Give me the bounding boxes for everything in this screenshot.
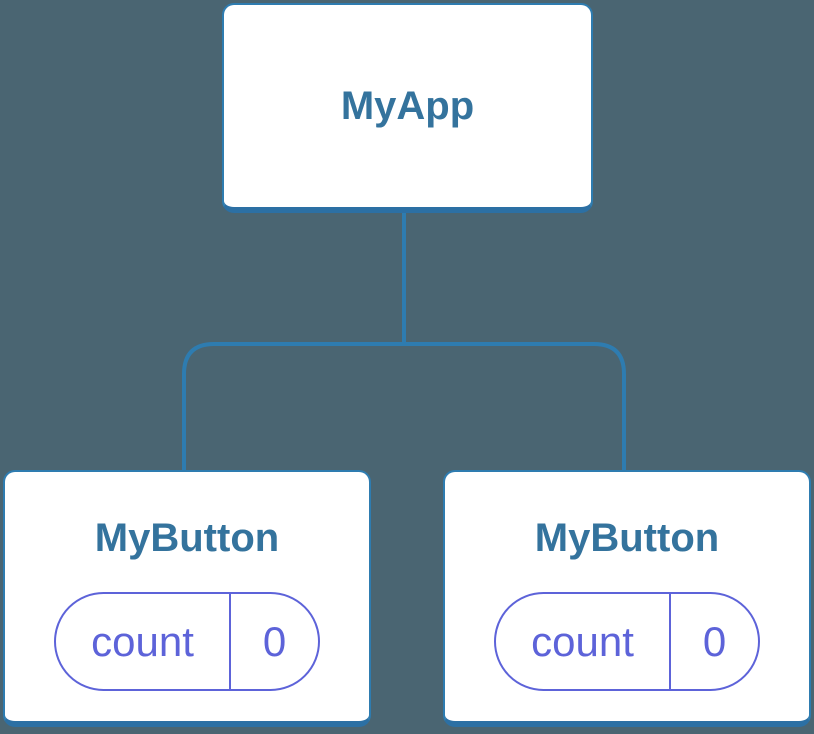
state-name: count [531, 617, 634, 665]
component-name: MyApp [340, 84, 475, 128]
component-name: MyButton [94, 516, 280, 560]
component-node-mybutton-1: MyButton count 0 [3, 470, 371, 727]
state-value-cell: 0 [671, 594, 758, 689]
component-name: MyButton [534, 516, 720, 560]
state-value: 0 [262, 617, 287, 665]
component-node-myapp: MyApp [222, 3, 593, 213]
state-name-cell: count [56, 594, 229, 689]
state-pill: count 0 [54, 592, 320, 691]
connector-bracket [182, 342, 626, 484]
state-name: count [91, 617, 194, 665]
state-value: 0 [702, 617, 727, 665]
state-name-cell: count [496, 594, 669, 689]
state-value-cell: 0 [231, 594, 318, 689]
component-node-mybutton-2: MyButton count 0 [443, 470, 811, 727]
state-pill: count 0 [494, 592, 760, 691]
pill-divider [229, 594, 231, 689]
pill-divider [669, 594, 671, 689]
